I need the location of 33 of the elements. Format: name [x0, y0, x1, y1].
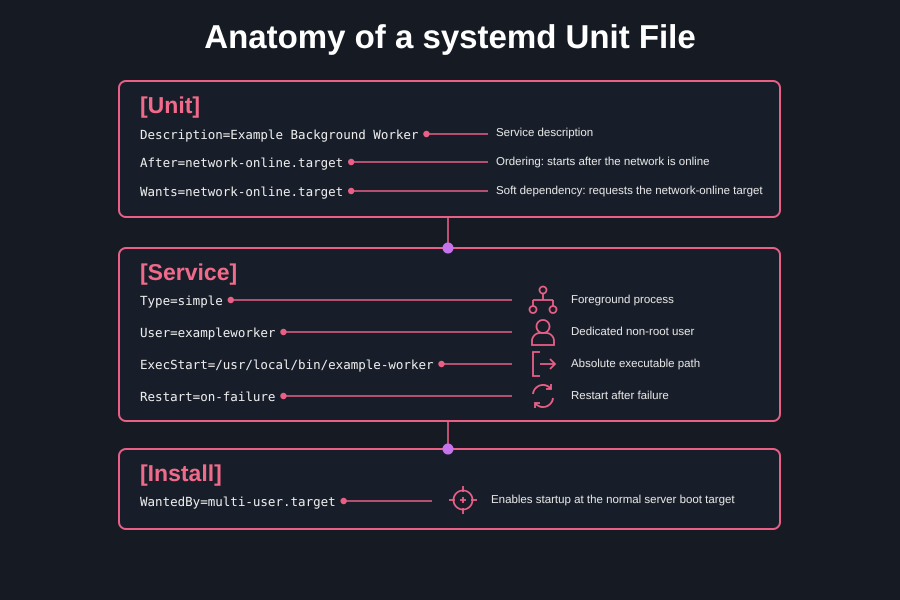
config-line: ExecStart=/usr/local/bin/example-worker	[140, 356, 434, 372]
diagram-title: Anatomy of a systemd Unit File	[203, 18, 697, 56]
connector-line	[442, 217, 454, 254]
section-heading: [Service]	[140, 259, 238, 286]
config-line: After=network-online.target	[140, 154, 344, 170]
section-heading: [Install]	[140, 460, 222, 487]
config-line: Wants=network-online.target	[140, 184, 344, 198]
section-panel	[118, 247, 781, 422]
connector-line	[442, 421, 454, 454]
section-heading: [Unit]	[140, 92, 200, 119]
description-text: Restart after failure	[571, 390, 669, 402]
leader-line	[280, 392, 512, 400]
leader-line	[340, 498, 432, 504]
description-text: Service description	[496, 127, 594, 139]
config-line: User=exampleworker	[140, 324, 276, 340]
leader-line	[348, 158, 488, 166]
leader-line	[280, 328, 512, 336]
section-panel	[118, 80, 781, 218]
description-text: Soft dependency: requests the network-online target	[496, 185, 763, 197]
section-panel	[118, 448, 781, 530]
config-line: Description=Example Background Worker	[140, 126, 418, 142]
config-line: Type=simple	[140, 292, 223, 308]
description-text: Enables startup at the normal server boot target	[491, 494, 735, 506]
description-text: Ordering: starts after the network is online	[496, 156, 710, 168]
config-line: Restart=on-failure	[140, 388, 276, 404]
description-text: Absolute executable path	[571, 358, 700, 370]
config-line: WantedBy=multi-user.target	[140, 494, 336, 508]
description-text: Foreground process	[571, 294, 674, 306]
leader-line	[228, 296, 512, 304]
leader-line	[348, 188, 488, 194]
leader-line	[438, 360, 512, 368]
description-text: Dedicated non-root user	[571, 326, 694, 338]
leader-line	[423, 130, 488, 138]
